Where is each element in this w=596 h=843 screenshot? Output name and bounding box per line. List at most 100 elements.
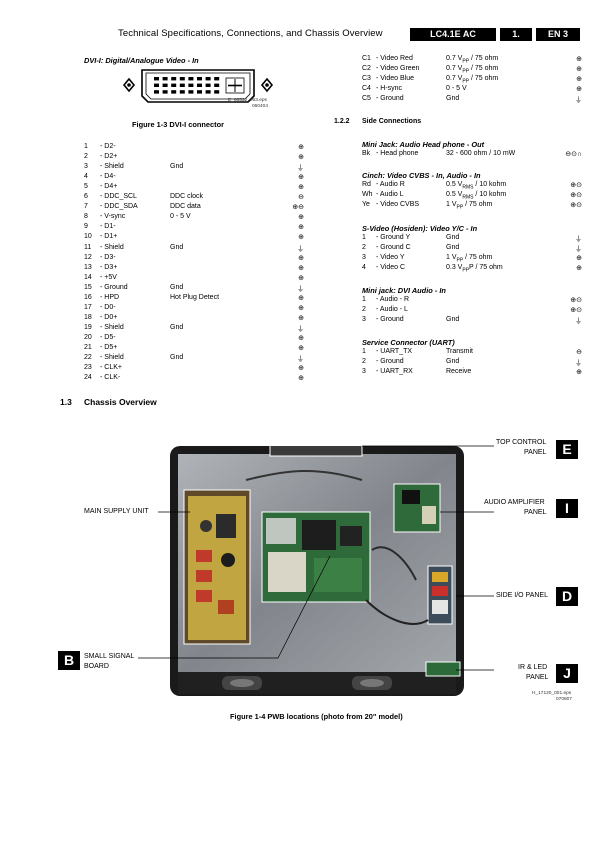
pin-number: 5 <box>84 183 88 191</box>
signal-icon: ⏚ <box>575 236 582 243</box>
signal-value: 1 VPP / 75 ohm <box>446 254 492 263</box>
dvi-pin-contact <box>214 77 220 81</box>
signal-value: 1 VPP / 75 ohm <box>446 201 492 210</box>
pin-description: DDC clock <box>170 193 204 201</box>
dvi-pin-contact <box>154 90 159 94</box>
label-ir-led-1: IR & LED <box>518 664 548 671</box>
section-badge: 1. <box>500 28 532 41</box>
pin-number: 14 <box>84 273 92 281</box>
letter-i: I <box>556 499 578 518</box>
signal-pin: 2 <box>362 358 366 365</box>
signal-value-unit: PP <box>462 267 470 274</box>
dvi-pin-contact <box>154 83 159 87</box>
letter-d: D <box>556 587 578 606</box>
page-header-title: Technical Specifications, Connections, a… <box>118 28 383 39</box>
signal-value-main: 0.5 V <box>446 191 463 198</box>
signal-name: - Video Red <box>376 55 413 62</box>
pin-description: Gnd <box>170 283 184 291</box>
pin-name: - D2- <box>100 143 116 150</box>
pin-number: 9 <box>84 223 88 231</box>
signal-value-main: Gnd <box>446 234 460 241</box>
signal-name: - Video Y <box>376 254 405 261</box>
signal-value-tail: / 75 ohm <box>463 201 493 208</box>
signal-value-unit: PP <box>456 257 464 264</box>
pin-name: - CLK+ <box>100 364 122 372</box>
pin-number: 10 <box>84 233 92 241</box>
pin-number: 6 <box>84 193 88 201</box>
signal-pin: 1 <box>362 348 366 355</box>
signal-value: Receive <box>446 368 471 375</box>
dvi-pin-row: 1- D2-⊕ <box>84 143 306 153</box>
signal-pin: 1 <box>362 234 366 241</box>
side-group-title: Service Connector (UART) <box>362 338 455 347</box>
label-main-supply: MAIN SUPPLY UNIT <box>84 508 149 515</box>
signal-name: - Audio - R <box>376 296 410 303</box>
side-group-title: S-Video (Hosiden): Video Y/C - In <box>362 224 478 233</box>
pin-signal-icon: ⊕ <box>298 254 304 262</box>
pin-description: Gnd <box>170 163 184 171</box>
pin-description: Gnd <box>170 354 184 362</box>
label-top-control-1: TOP CONTROL <box>496 439 547 446</box>
pin-name: - Shield <box>100 163 124 171</box>
pin-signal-icon: ⊕ <box>298 154 304 162</box>
signal-value-main: 0.7 V <box>446 65 463 72</box>
chassis-image-code: H_17120_001.eps <box>532 691 572 696</box>
page-number-badge: EN 3 <box>536 28 580 41</box>
pin-description: Gnd <box>170 243 184 251</box>
signal-value: 0.3 VPPP / 75 ohm <box>446 264 503 273</box>
signal-name: - Video Green <box>376 65 420 72</box>
dvi-pin-contact <box>214 83 220 87</box>
signal-value-tail: / 75 ohm <box>469 65 499 72</box>
dvi-pin-contact <box>188 90 194 94</box>
pin-signal-icon: ⊕ <box>298 224 304 232</box>
chassis-section-title: Chassis Overview <box>84 397 157 407</box>
pin-name: - HPD <box>100 293 120 301</box>
side-connections-title: Side Connections <box>362 118 422 125</box>
signal-name: - Ground <box>376 316 404 323</box>
signal-value-tail: / 75 ohm <box>469 55 499 62</box>
dvi-pin-contact <box>171 83 177 87</box>
signal-name: - Ground <box>376 358 404 365</box>
signal-icon: ⊕ <box>576 76 582 83</box>
signal-value-main: 1 V <box>446 201 457 208</box>
signal-value-main: 0.3 V <box>446 264 463 271</box>
pin-number: 16 <box>84 293 92 301</box>
dvi-pin-row: 14- +5V⊕ <box>84 274 306 284</box>
signal-icon: ⊕ <box>576 265 582 272</box>
pin-signal-icon: ⊖ <box>298 194 304 202</box>
signal-row: 1- Audio - R⊕⊙ <box>362 296 582 306</box>
label-audio-amp-1: AUDIO AMPLIFIER <box>484 499 545 506</box>
pin-signal-icon: ⏚ <box>297 165 304 173</box>
signal-value-tail: P / 75 ohm <box>469 264 503 271</box>
signal-value-main: Gnd <box>446 244 460 251</box>
pin-name: - D1+ <box>100 233 118 241</box>
signal-icon: ⊕ <box>576 255 582 262</box>
pin-description: DDC data <box>170 203 201 211</box>
signal-icon: ⊕ <box>576 369 582 376</box>
dvi-pin-contact <box>162 77 168 81</box>
signal-name: - Video C <box>376 264 406 271</box>
signal-value: 0.7 VPP / 75 ohm <box>446 65 498 74</box>
dvi-pin-contact <box>188 83 194 87</box>
dvi-pin-contact <box>205 83 211 87</box>
signal-value-main: 32 - 600 ohm / 10 mW <box>446 150 516 157</box>
dvi-pin-row: 20- D5-⊕ <box>84 334 306 344</box>
pin-signal-icon: ⊕ <box>298 314 304 322</box>
chassis-section-number: 1.3 <box>60 397 72 407</box>
side-group-title: Mini Jack: Audio Head phone - Out <box>362 140 485 149</box>
pin-number: 18 <box>84 313 92 321</box>
pin-name: - Shield <box>100 323 124 331</box>
signal-value-unit: PP <box>462 68 470 75</box>
signal-icon: ⊕⊙ <box>570 307 582 314</box>
signal-pin: Bk <box>362 150 371 157</box>
pin-number: 24 <box>84 374 92 382</box>
